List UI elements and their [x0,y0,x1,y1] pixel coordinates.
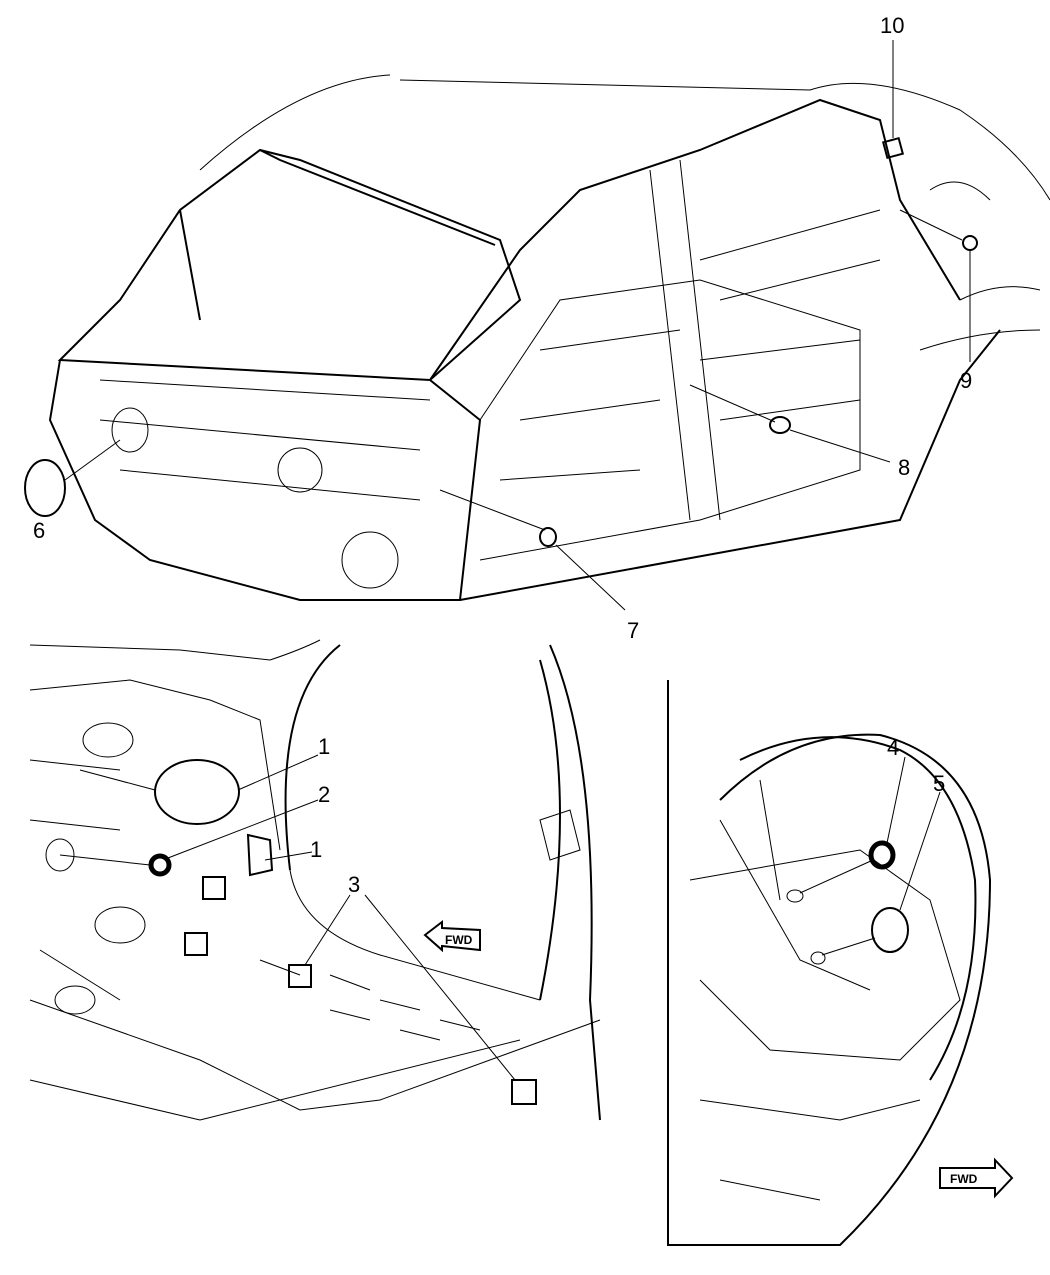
body-shell-top-view [48,74,1050,601]
callout-3: 3 [348,872,360,897]
grommet-4 [868,840,896,870]
fwd-arrow-right: FWD [939,1157,1014,1199]
plug-1-oval [154,759,240,825]
hole-6 [111,407,149,453]
callout-5: 5 [933,771,945,796]
callout-1-lower: 1 [310,837,322,862]
fwd-label-right: FWD [950,1172,978,1186]
patch-3b [184,932,208,956]
patch-1-pillar [246,833,274,877]
detail-left-front-floor [29,639,601,1121]
plug-9 [962,235,978,251]
plug-7 [539,527,557,547]
plug-6 [24,459,66,517]
callout-6: 6 [33,518,45,543]
callout-2: 2 [318,782,330,807]
callout-8: 8 [898,455,910,480]
plug-8 [769,416,791,434]
plug-5 [871,907,909,953]
grommet-2 [148,853,172,877]
fwd-arrow-left: FWD [423,919,481,953]
callout-9: 9 [960,368,972,393]
detail-right-rear-quarter [667,680,992,1246]
callout-7: 7 [627,618,639,643]
patch-3a [202,876,226,900]
callout-4: 4 [887,735,899,760]
fwd-label-left: FWD [445,933,473,947]
patch-10 [881,136,905,160]
callout-1-upper: 1 [318,734,330,759]
patch-3d [511,1079,537,1105]
patch-3c [288,964,312,988]
callout-10: 10 [880,13,904,38]
